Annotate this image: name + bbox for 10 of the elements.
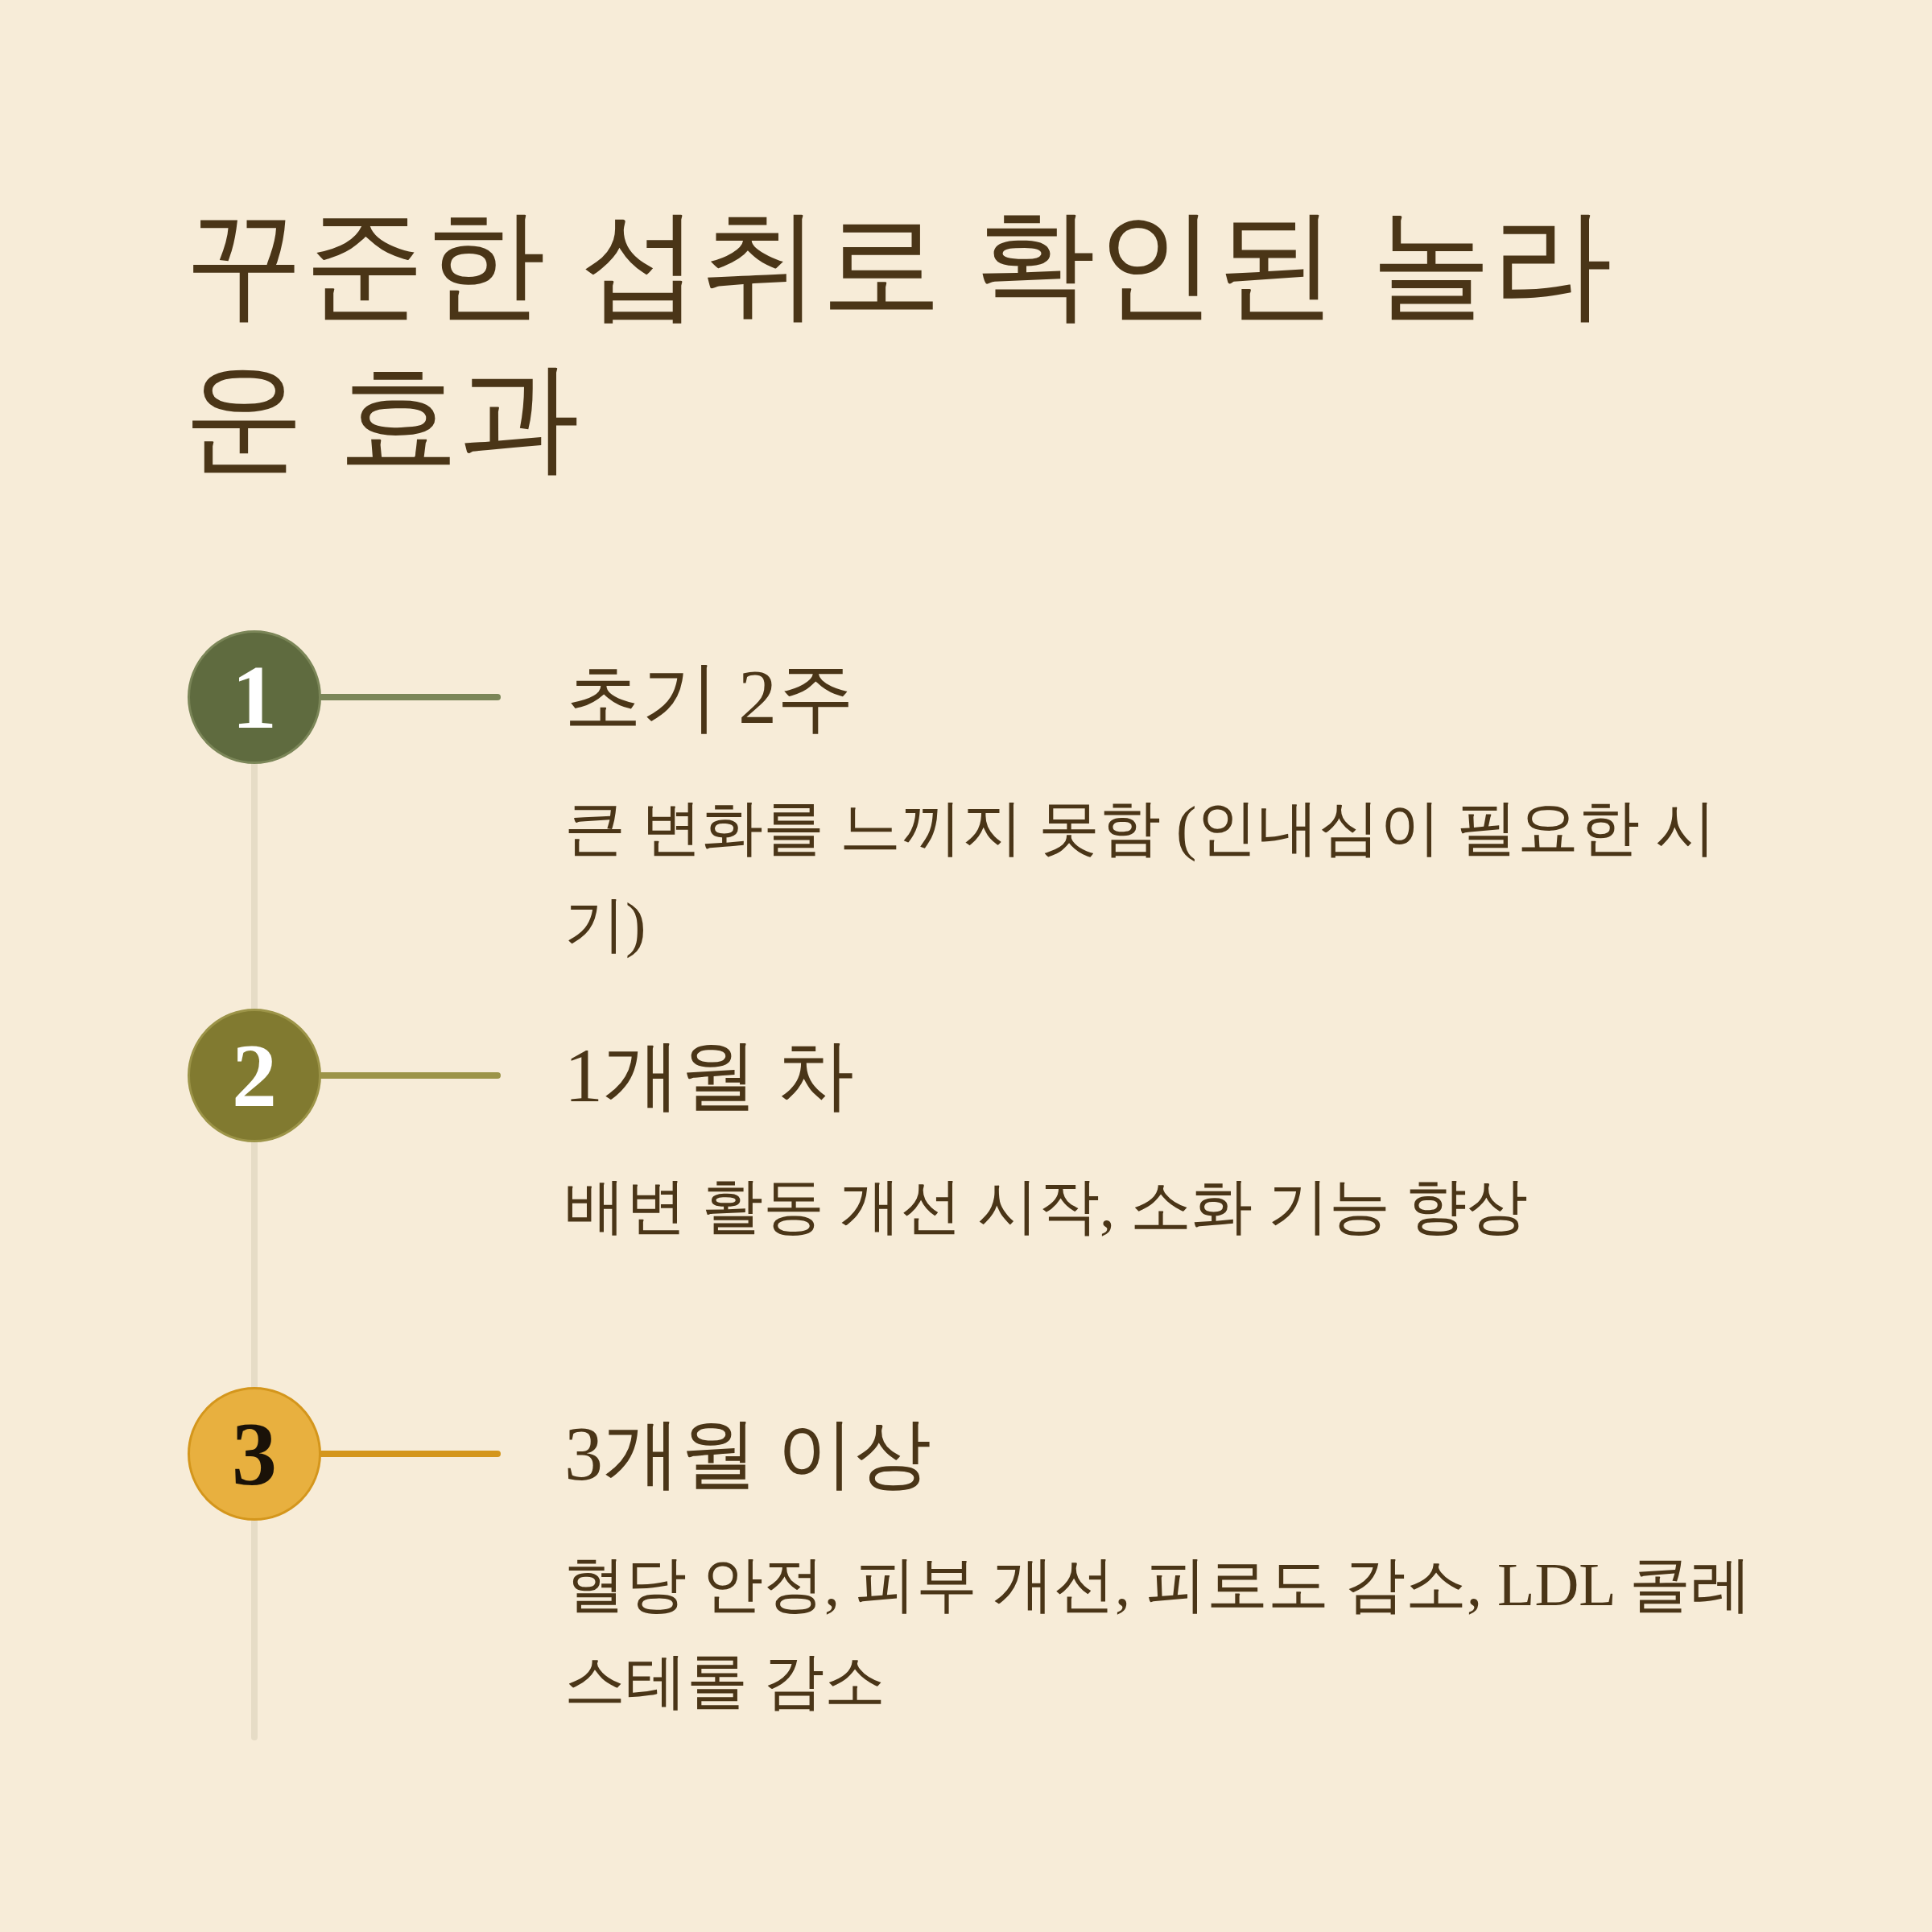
step-heading: 1개월 차 <box>564 1031 855 1120</box>
step-number-circle: 1 <box>188 630 321 764</box>
step-heading: 3개월 이상 <box>564 1410 932 1498</box>
step-number-circle: 3 <box>188 1387 321 1521</box>
step-description: 혈당 안정, 피부 개선, 피로도 감소, LDL 콜레스테롤 감소 <box>564 1550 1752 1716</box>
title: 꾸준한 섭취로 확인된 놀라운 효과 <box>184 195 1614 485</box>
step-number-circle: 2 <box>188 1009 321 1142</box>
step-heading: 초기 2주 <box>564 653 855 741</box>
step-description: 배변 활동 개선 시작, 소화 기능 향상 <box>564 1171 1529 1241</box>
step-description: 큰 변화를 느끼지 못함 (인내심이 필요한 시기) <box>564 793 1718 960</box>
